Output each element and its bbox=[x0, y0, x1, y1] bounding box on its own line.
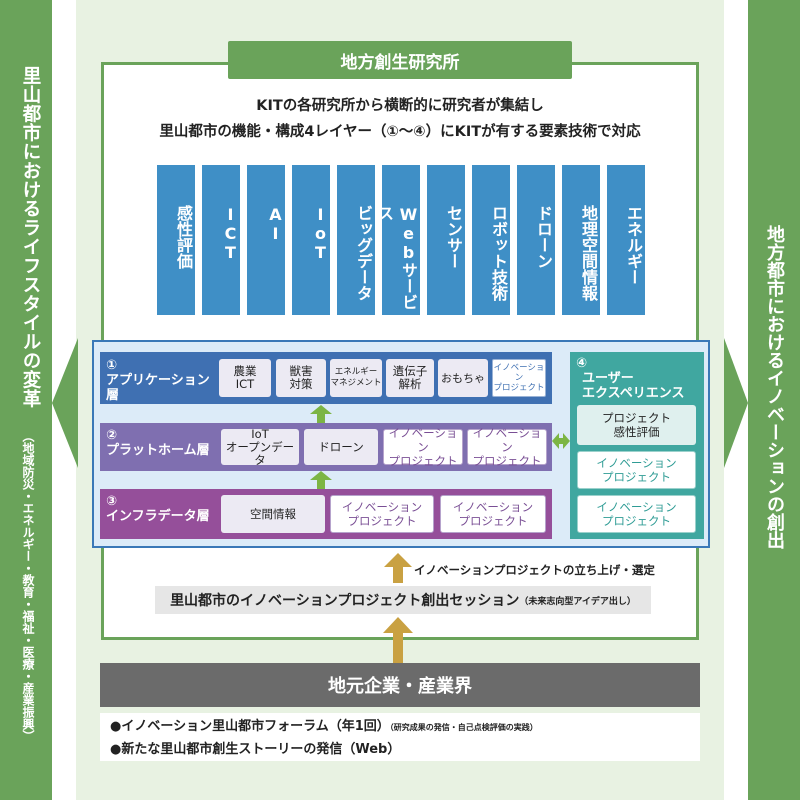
double-arrow-icon bbox=[552, 433, 570, 449]
app-chip-agri-ict: 農業 ICT bbox=[219, 359, 271, 397]
tech-column: 地理空間情報 bbox=[562, 165, 600, 315]
platform-layer-number: ② bbox=[106, 428, 118, 443]
platform-layer-label: ② プラットホーム層 bbox=[106, 428, 222, 468]
left-band: 里山都市におけるライフスタイルの変革 （地域防災・エネルギー・教育・福祉・医療・… bbox=[0, 0, 52, 800]
platform-chip-iot: IoT オープンデータ bbox=[221, 427, 299, 466]
infra-layer-number: ③ bbox=[106, 494, 118, 509]
infra-layer-label: ③ インフラデータ層 bbox=[106, 494, 222, 534]
session-subtitle: （未来志向型アイデア出し） bbox=[519, 596, 636, 607]
right-band-title: 地方都市におけるイノベーションの創出 bbox=[764, 225, 785, 549]
tech-column: 感性評価 bbox=[157, 165, 195, 315]
session-bar: 里山都市のイノベーションプロジェクト創出セッション（未来志向型アイデア出し） bbox=[155, 586, 651, 614]
ux-chip-project-2: イノベーション プロジェクト bbox=[577, 495, 696, 533]
left-arrow-icon bbox=[52, 338, 78, 468]
application-layer-name: アプリケーション層 bbox=[106, 373, 210, 403]
bullet-forum-main: ●イノベーション里山都市フォーラム（年1回） bbox=[110, 719, 390, 734]
ux-layer-label: ④ ユーザー エクスペリエンス bbox=[576, 356, 700, 402]
bullet-forum-sub: （研究成果の発信・自己点検評価の実践） bbox=[389, 723, 538, 732]
tech-column: センサー bbox=[427, 165, 465, 315]
app-chip-energy: エネルギー マネジメント bbox=[330, 359, 382, 397]
intro-line-1: KITの各研究所から横断的に研究者が集結し bbox=[256, 98, 544, 114]
tech-column: ビッグデータ bbox=[337, 165, 375, 315]
ux-chip-project-1: イノベーション プロジェクト bbox=[577, 451, 696, 489]
launch-note: イノベーションプロジェクトの立ち上げ・選定 bbox=[414, 563, 655, 577]
platform-chip-project-1: イノベーション プロジェクト bbox=[383, 426, 463, 468]
tech-column: ICT bbox=[202, 165, 240, 315]
infra-layer-name: インフラデータ層 bbox=[106, 509, 210, 524]
platform-chip-drone: ドローン bbox=[304, 429, 378, 465]
up-arrow-icon bbox=[384, 553, 412, 583]
infra-chip-project-2: イノベーション プロジェクト bbox=[440, 495, 546, 533]
institute-title: 地方創生研究所 bbox=[228, 41, 572, 79]
ux-layer-name: ユーザー エクスペリエンス bbox=[582, 371, 685, 401]
up-arrow-icon bbox=[310, 405, 332, 423]
tech-column: IoT bbox=[292, 165, 330, 315]
tech-columns: 感性評価 ICT AI IoT ビッグデータ Webサービス センサー ロボット… bbox=[157, 165, 649, 315]
tech-column: エネルギー bbox=[607, 165, 645, 315]
bullets-box: ●イノベーション里山都市フォーラム（年1回）（研究成果の発信・自己点検評価の実践… bbox=[100, 713, 700, 761]
bullet-story-main: ●新たな里山都市創生ストーリーの発信（Web） bbox=[110, 742, 401, 757]
tech-column: ロボット技術 bbox=[472, 165, 510, 315]
application-layer-label: ① アプリケーション層 bbox=[106, 358, 222, 403]
institute-intro: KITの各研究所から横断的に研究者が集結し 里山都市の機能・構成4レイヤー（①〜… bbox=[110, 92, 690, 146]
intro-line-2: 里山都市の機能・構成4レイヤー（①〜④）にKITが有する要素技術で対応 bbox=[159, 124, 641, 140]
left-band-subtitle: （地域防災・エネルギー・教育・福祉・医療・産業振興） bbox=[21, 430, 35, 742]
platform-layer-name: プラットホーム層 bbox=[106, 443, 210, 458]
app-chip-project: イノベーション プロジェクト bbox=[492, 359, 546, 397]
up-arrow-icon bbox=[310, 471, 332, 489]
right-arrow-icon bbox=[724, 338, 748, 468]
up-arrow-icon bbox=[383, 617, 413, 663]
platform-chip-project-2: イノベーション プロジェクト bbox=[467, 426, 547, 468]
application-layer-number: ① bbox=[106, 358, 118, 373]
app-chip-gene: 遺伝子 解析 bbox=[386, 359, 434, 397]
ux-chip-kansei: プロジェクト 感性評価 bbox=[577, 405, 696, 445]
infra-chip-spatial: 空間情報 bbox=[221, 495, 325, 533]
session-title: 里山都市のイノベーションプロジェクト創出セッション bbox=[170, 593, 520, 609]
ux-layer-number: ④ bbox=[576, 356, 588, 371]
app-chip-wildlife: 獣害 対策 bbox=[276, 359, 326, 397]
bullet-forum: ●イノベーション里山都市フォーラム（年1回）（研究成果の発信・自己点検評価の実践… bbox=[110, 716, 700, 739]
infra-chip-project-1: イノベーション プロジェクト bbox=[330, 495, 434, 533]
local-industry-bar: 地元企業・産業界 bbox=[100, 663, 700, 707]
left-band-title: 里山都市におけるライフスタイルの変革 bbox=[20, 66, 41, 408]
tech-column: ドローン bbox=[517, 165, 555, 315]
tech-column: Webサービス bbox=[375, 165, 420, 315]
tech-column: AI bbox=[247, 165, 285, 315]
right-band: 地方都市におけるイノベーションの創出 bbox=[748, 0, 800, 800]
bullet-story: ●新たな里山都市創生ストーリーの発信（Web） bbox=[110, 739, 700, 761]
app-chip-toy: おもちゃ bbox=[438, 359, 488, 397]
